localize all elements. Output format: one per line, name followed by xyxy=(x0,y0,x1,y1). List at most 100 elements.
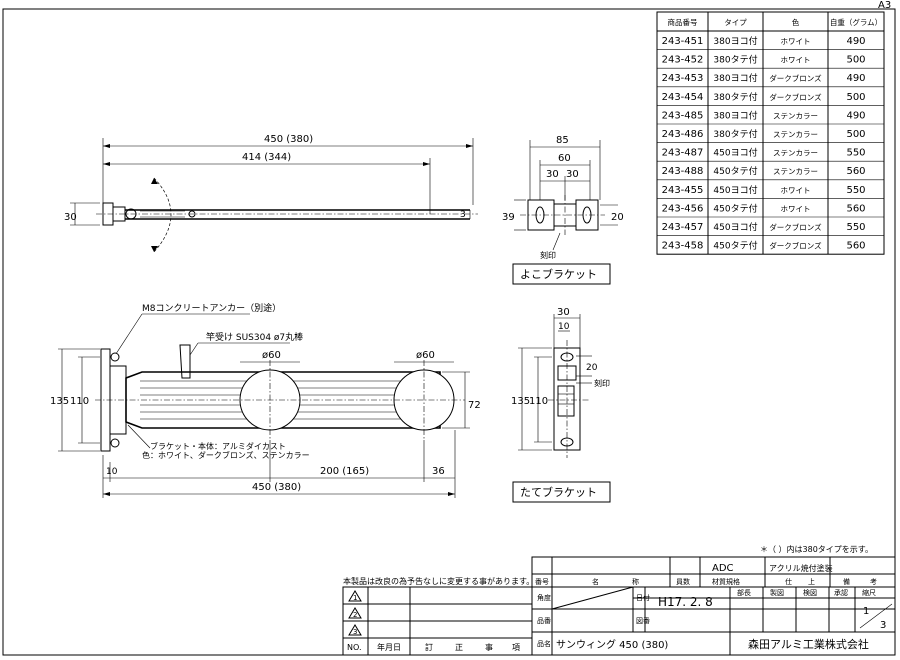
tb-col-no: 番号 xyxy=(535,578,549,586)
tb-dept: 部長 xyxy=(737,588,751,597)
tb-col-material: 材質規格 xyxy=(712,577,740,586)
tb-product-name: サンウィング 450 (380) xyxy=(556,638,668,651)
dim-plan-overall: 450 (380) xyxy=(252,482,301,493)
spec-cell: 380ヨコ付 xyxy=(713,110,757,121)
spec-cell: 550 xyxy=(846,148,865,159)
spec-cell: 243-456 xyxy=(662,203,704,214)
spec-cell: 243-486 xyxy=(662,129,704,140)
rev-no: NO. xyxy=(347,643,362,652)
tb-col-name2: 称 xyxy=(632,577,639,586)
spec-header-3: 自重（グラム） xyxy=(830,17,882,27)
spec-cell: ダークブロンズ xyxy=(769,92,822,102)
spec-cell: 450タテ付 xyxy=(713,166,757,177)
stamp-yoko: 刻印 xyxy=(540,250,556,260)
tb-row-kaku: 角度 xyxy=(537,593,551,602)
tb-material-code: ADC xyxy=(712,563,734,574)
spec-cell: ホワイト xyxy=(781,37,811,46)
spec-cell: 243-455 xyxy=(662,185,704,196)
tate-bracket-view: 30 10 20 刻印 135 110 たてブラケット xyxy=(511,307,611,503)
dim-plan-10: 10 xyxy=(106,467,118,477)
spec-cell: 450タテ付 xyxy=(713,241,757,252)
spec-cell: 450タテ付 xyxy=(713,203,757,214)
spec-cell: 243-451 xyxy=(662,36,704,47)
spec-cell: ホワイト xyxy=(781,204,811,213)
rev-fix4: 項 xyxy=(512,643,520,652)
dim-plan-72: 72 xyxy=(468,400,481,411)
tb-page-bottom: 3 xyxy=(880,620,886,631)
dim-y-30b: 30 xyxy=(566,169,579,180)
tb-draw: 製図 xyxy=(770,588,784,597)
yoko-title: よこブラケット xyxy=(520,267,597,281)
tb-approve: 承認 xyxy=(834,588,848,597)
spec-cell: ダークブロンズ xyxy=(769,241,822,251)
tb-page-top: 1 xyxy=(863,606,869,617)
dim-overall: 450 (380) xyxy=(264,134,313,145)
spec-cell: 550 xyxy=(846,185,865,196)
dim-end-3: 3 xyxy=(460,210,466,220)
dim-t-20: 20 xyxy=(586,363,598,373)
spec-header-0: 商品番号 xyxy=(668,17,698,27)
dim-plan-110: 110 xyxy=(70,396,89,407)
tb-col-remarks: 備 xyxy=(843,577,850,586)
rev-mark-2: 2 xyxy=(353,611,357,619)
tb-finish: アクリル焼付塗装 xyxy=(769,563,833,573)
tb-row-part: 品番 xyxy=(537,617,551,625)
label-receiver: 竿受け SUS304 ø7丸棒 xyxy=(206,331,303,343)
rev-date: 年月日 xyxy=(377,642,401,652)
dim-t-30: 30 xyxy=(557,307,570,318)
dim-plan-200: 200 (165) xyxy=(320,466,369,477)
tb-col-finish2: 上 xyxy=(808,577,815,586)
spec-header-2: 色 xyxy=(792,17,800,27)
tb-check: 検図 xyxy=(803,588,817,597)
spec-cell: 243-485 xyxy=(662,110,704,121)
dim-plan-135: 135 xyxy=(50,396,69,407)
dim-t-135: 135 xyxy=(511,396,530,407)
spec-cell: 243-488 xyxy=(662,166,704,177)
spec-cell: 243-487 xyxy=(662,148,704,159)
spec-cell: 380タテ付 xyxy=(713,92,757,103)
spec-cell: ステンカラー xyxy=(773,149,818,158)
tb-scale: 縮尺 xyxy=(862,588,876,597)
spec-cell: ホワイト xyxy=(781,56,811,65)
spec-cell: 560 xyxy=(846,166,865,177)
tb-date: H17. 2. 8 xyxy=(658,595,713,609)
spec-cell: 380ヨコ付 xyxy=(713,73,757,84)
tb-row-name: 品名 xyxy=(537,639,551,648)
spec-cell: ダークブロンズ xyxy=(769,73,822,83)
rev-mark-1: 1 xyxy=(353,594,357,602)
dim-y-60: 60 xyxy=(558,153,571,164)
tb-col-qty: 員数 xyxy=(676,577,690,586)
note-380: ＊（ ）内は380タイプを示す。 xyxy=(760,544,873,554)
spec-cell: 243-457 xyxy=(662,222,704,233)
tate-title: たてブラケット xyxy=(520,485,597,499)
tb-row-fig: 図番 xyxy=(636,617,650,625)
rev-mark-3: 3 xyxy=(353,628,357,636)
sheet-size-label: A3 xyxy=(878,0,891,11)
spec-cell: 500 xyxy=(846,55,865,66)
label-color: 色：ホワイト、ダークブロンズ、ステンカラー xyxy=(142,450,310,460)
spec-cell: 450ヨコ付 xyxy=(713,185,757,196)
spec-cell: 450ヨコ付 xyxy=(713,148,757,159)
tb-col-remarks2: 考 xyxy=(870,578,877,586)
sheet-border xyxy=(2,8,896,656)
dim-dia-2: ø60 xyxy=(416,350,435,361)
dim-plan-36: 36 xyxy=(432,466,445,477)
tb-col-finish: 仕 xyxy=(785,577,792,586)
spec-cell: 500 xyxy=(846,92,865,103)
plan-view: M8コンクリートアンカー（別途） 竿受け SUS304 ø7丸棒 ø60 ø60 xyxy=(50,302,481,498)
dim-y-20: 20 xyxy=(611,212,624,223)
spec-cell: ダークブロンズ xyxy=(769,222,822,232)
rev-fix: 訂 xyxy=(425,642,433,652)
rev-fix2: 正 xyxy=(455,643,463,652)
dim-y-39: 39 xyxy=(502,212,515,223)
dim-t-110: 110 xyxy=(529,396,548,407)
tb-company: 森田アルミ工業株式会社 xyxy=(748,637,869,651)
disclaimer: 本製品は改良の為予告なしに変更する事があります。 xyxy=(343,576,534,586)
spec-cell: 243-452 xyxy=(662,55,704,66)
spec-cell: ステンカラー xyxy=(773,167,818,176)
spec-cell: 243-454 xyxy=(662,92,704,103)
label-bracket: ブラケット・本体：アルミダイカスト xyxy=(150,441,286,451)
yoko-bracket-view: 85 60 30 30 39 20 刻印 よこブラケット xyxy=(502,135,624,285)
tb-col-name: 名 xyxy=(592,577,599,586)
